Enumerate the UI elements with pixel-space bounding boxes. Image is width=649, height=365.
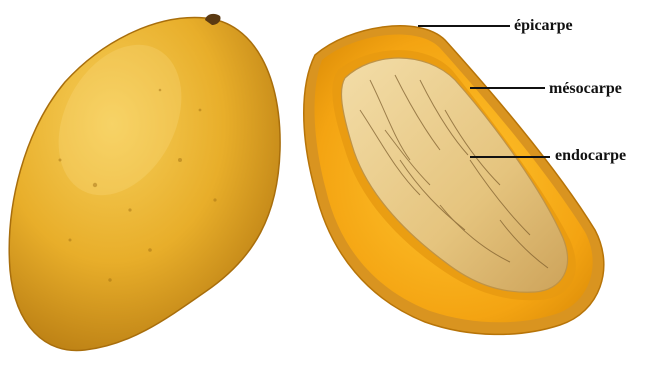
epicarp-label: épicarpe <box>514 18 573 34</box>
mesocarp-label: mésocarpe <box>549 81 622 97</box>
endocarp-label: endocarpe <box>555 148 626 164</box>
cut-mango <box>304 26 604 335</box>
whole-mango <box>9 14 280 351</box>
